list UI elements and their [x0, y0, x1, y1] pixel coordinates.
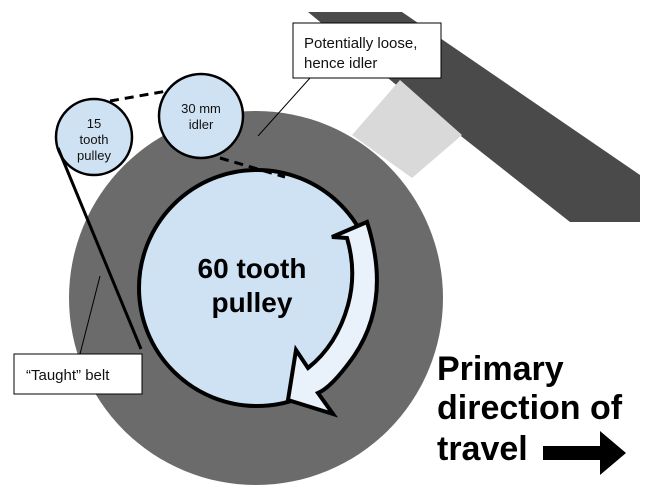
- small-pulley-label-1: 15: [87, 116, 101, 131]
- large-pulley-label-1: 60 tooth: [198, 253, 307, 284]
- direction-line-3: travel: [437, 430, 528, 468]
- small-pulley-label-2: tooth: [80, 132, 109, 147]
- loose-callout-line-1: Potentially loose,: [304, 35, 417, 52]
- direction-line-2: direction of: [437, 389, 623, 427]
- small-pulley-label-3: pulley: [77, 148, 111, 163]
- loose-callout-box: [292, 22, 442, 79]
- idler-pulley: [157, 72, 245, 160]
- loose-belt-right: [219, 156, 286, 179]
- taught-callout-pointer: [79, 275, 101, 355]
- arm-light: [352, 80, 462, 178]
- taught-callout-text: “Taught” belt: [26, 367, 110, 384]
- small-pulley: [54, 97, 134, 177]
- direction-line-1: Primary: [437, 350, 564, 388]
- loose-callout-line-2: hence idler: [304, 55, 377, 72]
- taught-callout-box: [13, 353, 143, 395]
- loose-belt-top: [109, 89, 168, 103]
- large-pulley-label-2: pulley: [212, 287, 293, 318]
- right-arrow-icon: [543, 431, 626, 475]
- idler-label-2: idler: [189, 117, 214, 132]
- loose-callout-pointer: [257, 77, 311, 137]
- rotation-arrow: [285, 219, 379, 418]
- idler-label-1: 30 mm: [181, 101, 221, 116]
- taught-belt: [56, 147, 143, 350]
